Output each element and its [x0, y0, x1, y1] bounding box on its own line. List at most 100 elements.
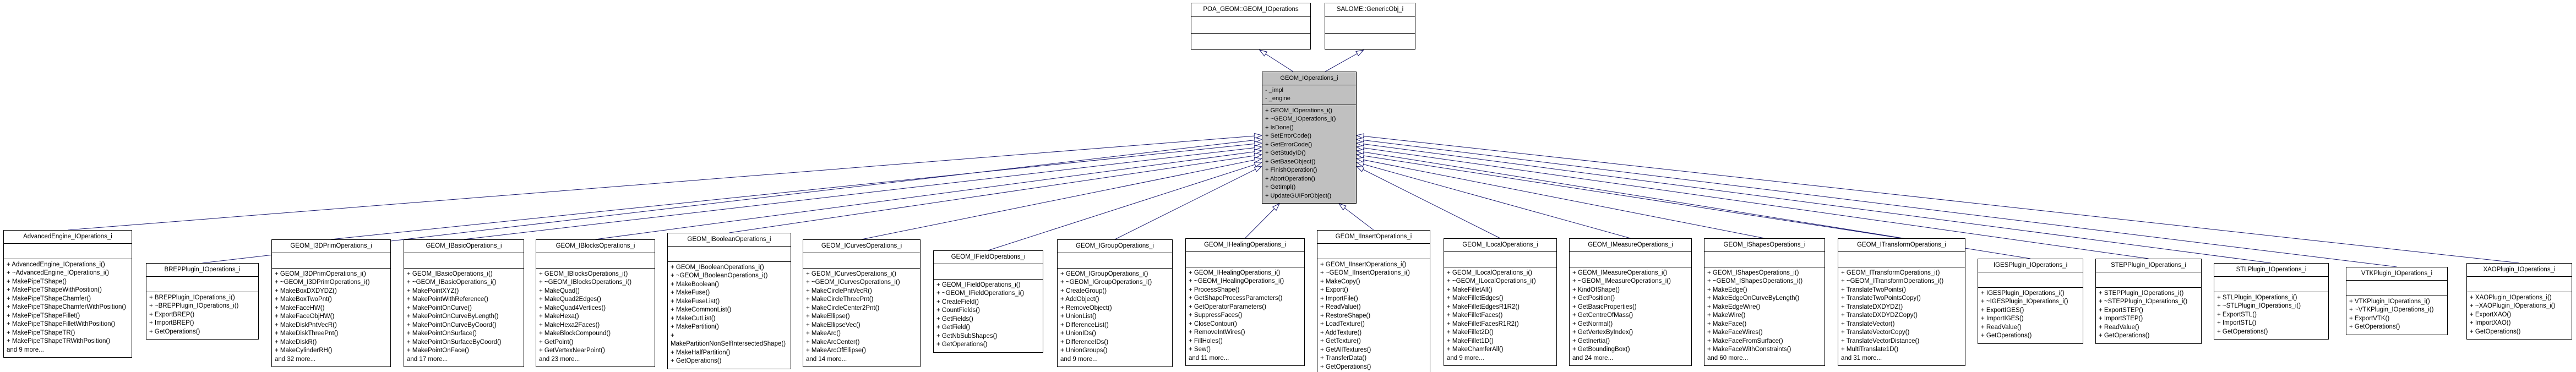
- method: + ~AdvancedEngine_IOperations_i(): [7, 270, 110, 276]
- class-box-IGESPlugin_IOperations_i[interactable]: IGESPlugin_IOperations_i + IGESPlugin_IOp…: [1978, 259, 2083, 344]
- method: + CloseContour(): [1189, 320, 1237, 327]
- method: + ImportIGES(): [1981, 315, 2024, 322]
- method: + AddTexture(): [1320, 329, 1362, 336]
- method: + GEOM_IBlocksOperations_i(): [539, 270, 628, 277]
- method: + MakeChamferAll(): [1447, 346, 1504, 353]
- method: + TranslateVectorCopy(): [1841, 329, 1910, 336]
- method: + ~GEOM_IMeasureOperations_i(): [1572, 278, 1671, 285]
- class-box-GEOM_ILocalOperations_i[interactable]: GEOM_ILocalOperations_i+ GEOM_ILocalOper…: [1444, 238, 1557, 366]
- methods-compartment: [1191, 34, 1310, 49]
- class-box-VTKPlugin_IOperations_i[interactable]: VTKPlugin_IOperations_i+ VTKPlugin_IOper…: [2346, 267, 2448, 335]
- methods-compartment: + GEOM_IHealingOperations_i()+ ~GEOM_IHe…: [1186, 267, 1304, 366]
- class-box-GEOM_IBooleanOperations_i[interactable]: GEOM_IBooleanOperations_i+ GEOM_IBoolean…: [667, 233, 791, 369]
- attributes-compartment: - _impl- _engine: [1262, 85, 1356, 105]
- attributes-compartment: [1325, 17, 1415, 34]
- method: + IGESPlugin_IOperations_i(): [1981, 289, 2065, 297]
- method: + ~VTKPlugin_IOperations_i(): [2349, 307, 2434, 313]
- class-name: STLPlugin_IOperations_i: [2214, 264, 2328, 277]
- attributes-compartment: [2346, 281, 2447, 296]
- class-box-GEOM_ITransformOperations_i[interactable]: GEOM_ITransformOperations_i+ GEOM_ITrans…: [1838, 238, 1965, 366]
- method: + GEOM_IHealingOperations_i(): [1189, 269, 1281, 276]
- method: + MakeBoxDXDYDZ(): [275, 287, 337, 294]
- method: + SuppressFaces(): [1189, 312, 1243, 319]
- attributes-compartment: [536, 253, 655, 269]
- class-box-GEOM_I3DPrimOperations_i[interactable]: GEOM_I3DPrimOperations_i + GEOM_I3DPrimOp…: [271, 239, 391, 367]
- class-box-XAOPlugin_IOperations_i[interactable]: XAOPlugin_IOperations_i+ XAOPlugin_IOper…: [2466, 263, 2572, 340]
- method: and 32 more...: [275, 355, 316, 363]
- method: + MakeBoxTwoPnt(): [275, 296, 332, 303]
- class-box-GEOM_ICurvesOperations_i[interactable]: GEOM_ICurvesOperations_i+ GEOM_ICurvesOp…: [803, 239, 921, 367]
- method: and 23 more...: [539, 355, 580, 363]
- inheritance-edge: [331, 141, 1263, 240]
- methods-compartment: + GEOM_IInsertOperations_i()+ ~GEOM_IIns…: [1317, 259, 1430, 372]
- method: + ~GEOM_IBlocksOperations_i(): [539, 279, 632, 286]
- inheritance-edge: [1259, 50, 1294, 72]
- class-box-GEOM_IShapesOperations_i[interactable]: GEOM_IShapesOperations_i+ GEOM_IShapesOp…: [1704, 238, 1825, 366]
- method: + TranslateTwoPointsCopy(): [1841, 295, 1921, 302]
- methods-compartment: [1325, 34, 1415, 49]
- method: + TranslateDXDYDZCopy(): [1841, 312, 1918, 319]
- class-box-GEOM_IGroupOperations_i[interactable]: GEOM_IGroupOperations_i+ GEOM_IGroupOper…: [1057, 239, 1173, 367]
- method: + MakeWire(): [1707, 312, 1746, 319]
- method: + MakeFuse(): [671, 289, 710, 296]
- method: + MakeCirclePntVecR(): [806, 287, 872, 294]
- methods-compartment: + STEPPlugin_IOperations_i()+ ~STEPPlugi…: [2096, 288, 2201, 343]
- method: + MakeCutList(): [671, 315, 716, 322]
- method: + GetErrorCode(): [1265, 141, 1312, 148]
- class-box-GEOM_IBasicOperations_i[interactable]: GEOM_IBasicOperations_i+ GEOM_IBasicOper…: [404, 239, 524, 367]
- class-box-STLPlugin_IOperations_i[interactable]: STLPlugin_IOperations_i + STLPlugin_IOper…: [2214, 263, 2329, 340]
- inheritance-edge: [67, 133, 1263, 231]
- method: + MakeFace(): [1707, 320, 1747, 327]
- class-box-GEOM_IBlocksOperations_i[interactable]: GEOM_IBlocksOperations_i + GEOM_IBlocksOp…: [536, 239, 655, 367]
- attributes-compartment: [404, 253, 524, 269]
- method: + MakePipeTShapeFilletWithPosition(): [7, 321, 116, 327]
- class-box-AdvancedEngine_IOperations_i[interactable]: AdvancedEngine_IOperations_i + AdvancedEn…: [3, 230, 132, 358]
- class-box-BREPPlugin_IOperations_i[interactable]: BREPPlugin_IOperations_i+ BREPPlugin_IOp…: [146, 263, 259, 340]
- method: + GetOperations(): [2099, 332, 2150, 339]
- method: + AdvancedEngine_IOperations_i(): [7, 261, 105, 268]
- methods-compartment: + GEOM_I3DPrimOperations_i()+ ~GEOM_I3DP…: [272, 269, 390, 367]
- method: + MakePipeTShapeChamfer(): [7, 295, 91, 302]
- class-box-GEOM_IHealingOperations_i[interactable]: GEOM_IHealingOperations_i+ GEOM_IHealing…: [1185, 238, 1305, 366]
- class-box-GEOM_IOperations_i[interactable]: GEOM_IOperations_i- _impl- _engine+ GEOM…: [1262, 72, 1357, 204]
- class-name: GEOM_IFieldOperations_i: [934, 251, 1043, 264]
- method: + ~GEOM_ITransformOperations_i(): [1841, 278, 1944, 285]
- method: + MakeFaceObjHW(): [275, 313, 335, 320]
- class-name: XAOPlugin_IOperations_i: [2467, 264, 2572, 277]
- method: + RestoreShape(): [1320, 312, 1371, 319]
- method: + ~GEOM_ILocalOperations_i(): [1447, 278, 1536, 285]
- method: + MakePointOnSurfaceByCoord(): [407, 338, 502, 346]
- inheritance-edge: [1355, 152, 1902, 239]
- attributes-compartment: [4, 244, 132, 259]
- class-box-GEOM_IMeasureOperations_i[interactable]: GEOM_IMeasureOperations_i+ GEOM_IMeasure…: [1569, 238, 1692, 366]
- method: + Sew(): [1189, 346, 1211, 353]
- class-box-SALOME::GenericObj_i[interactable]: SALOME::GenericObj_i: [1325, 3, 1415, 50]
- method: + GEOM_ILocalOperations_i(): [1447, 269, 1532, 276]
- class-box-STEPPlugin_IOperations_i[interactable]: STEPPlugin_IOperations_i+ STEPPlugin_IOp…: [2095, 259, 2202, 344]
- class-name: AdvancedEngine_IOperations_i: [4, 231, 132, 244]
- method: + MakeEdgeWire(): [1707, 303, 1761, 310]
- method: + MakeCircleThreePnt(): [806, 296, 874, 303]
- methods-compartment: + STLPlugin_IOperations_i()+ ~STLPlugin_…: [2214, 292, 2328, 340]
- attributes-compartment: [1444, 252, 1556, 267]
- method: + MakePipeTShape(): [7, 278, 67, 285]
- class-box-GEOM_IFieldOperations_i[interactable]: GEOM_IFieldOperations_i+ GEOM_IFieldOper…: [933, 250, 1043, 353]
- class-name: GEOM_IBlocksOperations_i: [536, 240, 655, 253]
- method: + MakePointOnSurface(): [407, 330, 477, 337]
- inheritance-edge: [1355, 141, 2272, 264]
- methods-compartment: + BREPPlugin_IOperations_i()+ ~BREPPlugi…: [146, 292, 258, 340]
- method: + MakeCylinderRH(): [275, 347, 333, 354]
- methods-compartment: + AdvancedEngine_IOperations_i() + ~Advan…: [4, 259, 132, 358]
- methods-compartment: + GEOM_IBasicOperations_i()+ ~GEOM_IBasi…: [404, 269, 524, 367]
- class-box-POA_GEOM::GEOM_IOperations[interactable]: POA_GEOM::GEOM_IOperations: [1191, 3, 1311, 50]
- method: + ReadValue(): [2099, 324, 2139, 331]
- class-box-GEOM_IInsertOperations_i[interactable]: GEOM_IInsertOperations_i+ GEOM_IInsertOp…: [1317, 230, 1430, 372]
- method: + TranslateVectorDistance(): [1841, 337, 1920, 344]
- class-name: GEOM_I3DPrimOperations_i: [272, 240, 390, 253]
- class-name: IGESPlugin_IOperations_i: [1978, 259, 2083, 272]
- attributes-compartment: [272, 253, 390, 269]
- class-name: GEOM_IGroupOperations_i: [1058, 240, 1172, 253]
- methods-compartment: + GEOM_IBooleanOperations_i()+ ~GEOM_IBo…: [668, 262, 791, 369]
